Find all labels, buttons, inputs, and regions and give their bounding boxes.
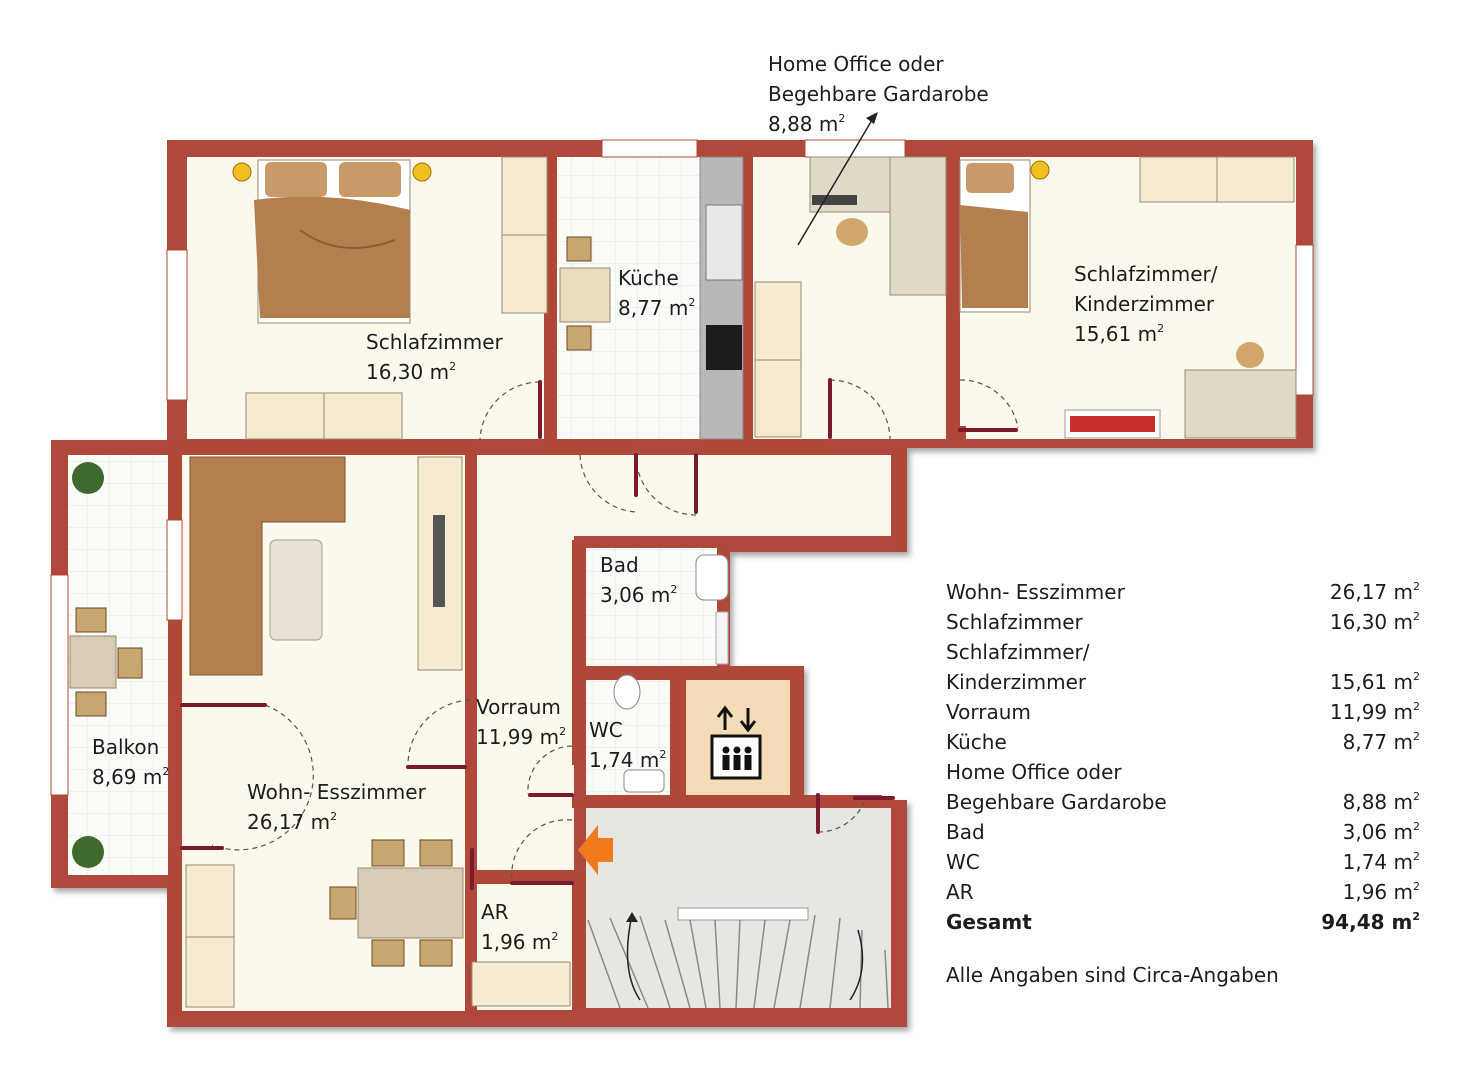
room-name-line1: Home Office oder — [768, 52, 944, 76]
bed-single — [959, 159, 1031, 313]
room-area: 26,17 m2 — [247, 810, 338, 834]
room-area: 8,69 m2 — [92, 765, 170, 789]
room-name-line2: Kinderzimmer — [1074, 292, 1215, 316]
floor-bad — [586, 548, 717, 668]
entrance-arrow-icon — [578, 825, 613, 875]
floor-vorraum — [477, 455, 891, 870]
room-label-wc: WC 1,74 m2 — [589, 715, 666, 775]
sink-icon — [695, 554, 729, 601]
room-area: 8,88 m2 — [768, 112, 846, 136]
room-label-wohnen: Wohn- Esszimmer 26,17 m2 — [247, 777, 426, 837]
room-area: 11,99 m2 — [476, 725, 567, 749]
room-name: Balkon — [92, 735, 160, 759]
area-row: Home Office oder — [946, 760, 1122, 784]
wardrobe-kinder — [1139, 156, 1295, 203]
room-area: 15,61 m2 — [1074, 322, 1165, 346]
room-name: Schlafzimmer — [366, 330, 503, 354]
door-swings — [211, 379, 1019, 881]
room-label-bad: Bad 3,06 m2 — [600, 550, 677, 610]
room-area: 16,30 m2 — [366, 360, 457, 384]
toilet-icon — [613, 674, 641, 710]
tv-icon — [433, 515, 445, 607]
room-name: Wohn- Esszimmer — [247, 780, 426, 804]
doors — [180, 378, 1018, 890]
wardrobe — [245, 156, 548, 440]
wc-sink-icon — [623, 769, 665, 793]
elevator-icon — [710, 705, 762, 780]
room-label-schlafzimmer: Schlafzimmer 16,30 m2 — [366, 327, 503, 387]
lamp-icon — [232, 162, 252, 182]
plant-icon — [72, 462, 104, 494]
desk-kinder — [1064, 342, 1297, 439]
dining-table — [329, 839, 464, 967]
room-label-ar: AR 1,96 m2 — [481, 897, 558, 957]
staircase — [587, 907, 889, 1009]
room-name: Küche — [618, 266, 679, 290]
room-area: 1,96 m2 — [481, 930, 559, 954]
room-name-line2: Begehbare Gardarobe — [768, 82, 989, 106]
lamp-icon — [1030, 160, 1050, 180]
shower-icon — [715, 611, 729, 665]
plant-icon — [72, 836, 104, 868]
sofa — [189, 456, 346, 676]
leader-arrow — [797, 112, 878, 246]
room-label-vorraum: Vorraum 11,99 m2 — [476, 692, 566, 752]
area-row: Schlafzimmer/ — [946, 640, 1090, 664]
disclaimer-note: Alle Angaben sind Circa-Angaben — [946, 963, 1279, 987]
room-name: AR — [481, 900, 509, 924]
room-area: 8,77 m2 — [618, 296, 696, 320]
bed-double — [254, 159, 411, 324]
lamp-icon — [412, 162, 432, 182]
room-label-kinderzimmer: Schlafzimmer/ Kinderzimmer 15,61 m2 — [1074, 259, 1218, 349]
room-label-home-office: Home Office oder Begehbare Gardarobe 8,8… — [768, 49, 989, 139]
room-area: 1,74 m2 — [589, 748, 667, 772]
room-name-line1: Schlafzimmer/ — [1074, 262, 1218, 286]
kitchen-counter — [559, 156, 744, 440]
interior-walls — [167, 150, 966, 1015]
room-name: Bad — [600, 553, 639, 577]
room-area: 3,06 m2 — [600, 583, 678, 607]
desk-home-office — [754, 156, 947, 438]
balcony-table — [69, 607, 143, 717]
room-label-kueche: Küche 8,77 m2 — [618, 263, 695, 323]
room-name: WC — [589, 718, 623, 742]
room-name: Vorraum — [476, 695, 561, 719]
room-label-balkon: Balkon 8,69 m2 — [92, 732, 169, 792]
